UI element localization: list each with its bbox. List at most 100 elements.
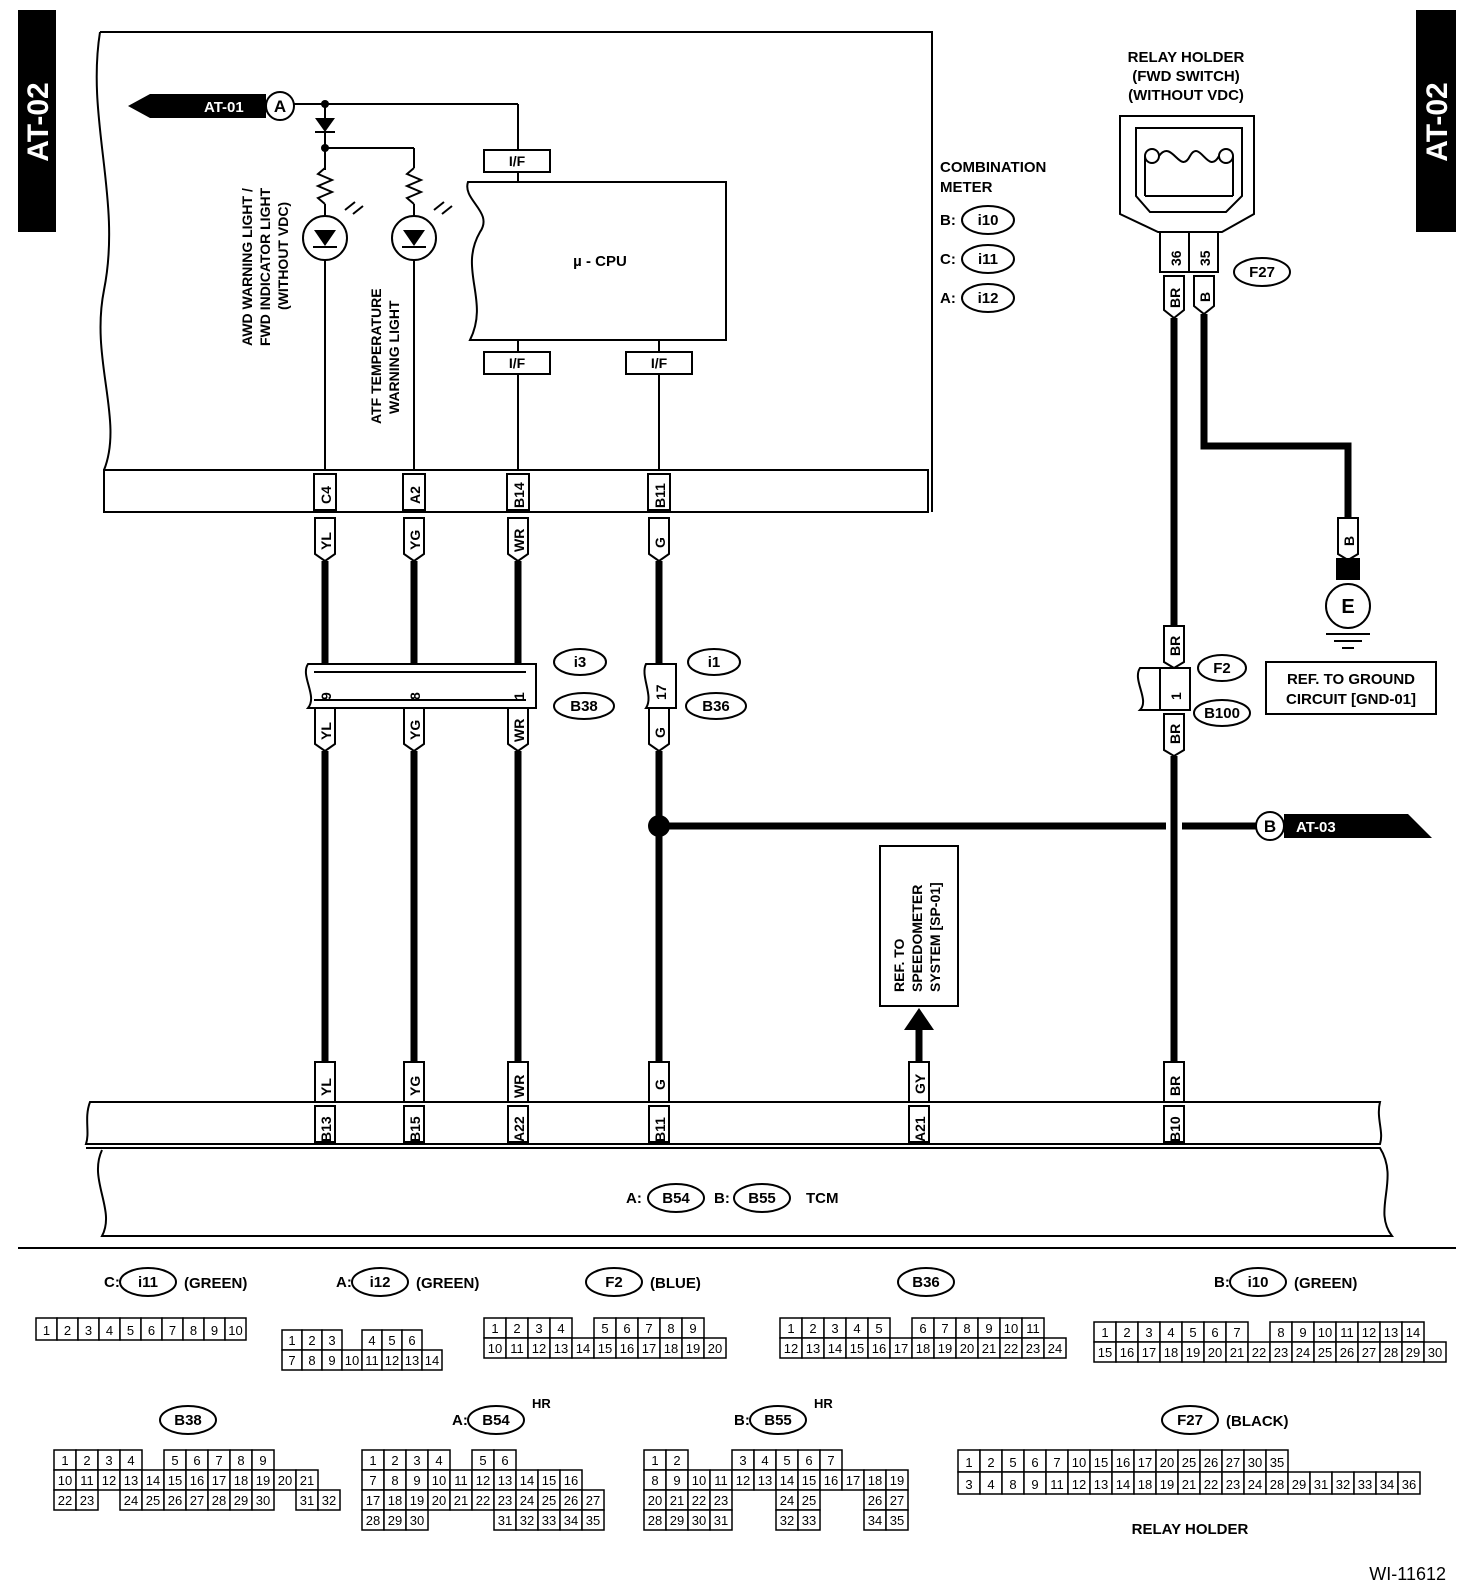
pin-number: 8 <box>391 1473 398 1488</box>
pin-cell <box>703 1337 727 1359</box>
pin-number: 9 <box>413 1473 420 1488</box>
pin-number: 22 <box>692 1493 706 1508</box>
pin-number: 1 <box>369 1453 376 1468</box>
pin-number: 10 <box>58 1473 72 1488</box>
svg-text:i12: i12 <box>978 290 999 307</box>
pin-number: 31 <box>300 1493 314 1508</box>
pin-number: 10 <box>1004 1321 1018 1336</box>
if-box-b14: I/F <box>483 351 551 375</box>
pin-number: 14 <box>1116 1477 1130 1492</box>
pin-number: 18 <box>388 1493 402 1508</box>
tcm-terminals: B13 B15 A22 B11 A21 B10 <box>314 1105 1185 1143</box>
at03-label: AT-03 <box>1296 819 1336 836</box>
pin-number: 14 <box>780 1473 794 1488</box>
pin-number: 9 <box>328 1353 335 1368</box>
svg-text:B13: B13 <box>318 1116 334 1142</box>
svg-text:B11: B11 <box>652 483 668 508</box>
pin-number: 2 <box>673 1453 680 1468</box>
pin-number: 3 <box>328 1333 335 1348</box>
pin-number: 13 <box>1094 1477 1108 1492</box>
awd-warning-lamp-icon <box>302 201 364 261</box>
pin-number: 10 <box>692 1473 706 1488</box>
pin-number: 23 <box>498 1493 512 1508</box>
pin-number: 35 <box>890 1513 904 1528</box>
pin-number: 10 <box>1318 1325 1332 1340</box>
pin-number: 13 <box>124 1473 138 1488</box>
pin-number: 25 <box>802 1493 816 1508</box>
connector-id-oval <box>585 1267 643 1297</box>
svg-text:G: G <box>652 1079 668 1090</box>
pin-number: 19 <box>256 1473 270 1488</box>
figure-id: WI-11612 <box>1369 1564 1446 1584</box>
svg-text:FWD INDICATOR LIGHT: FWD INDICATOR LIGHT <box>257 187 273 346</box>
pin-number: 20 <box>708 1341 722 1356</box>
connector-tag: HR <box>532 1396 551 1411</box>
pin-number: 28 <box>648 1513 662 1528</box>
pin-number: 8 <box>1277 1325 1284 1340</box>
connector-id: B38 <box>174 1412 202 1429</box>
svg-text:(FWD SWITCH): (FWD SWITCH) <box>1132 68 1239 85</box>
pin-number: 22 <box>1204 1477 1218 1492</box>
pin-number: 25 <box>542 1493 556 1508</box>
pin-number: 6 <box>623 1321 630 1336</box>
at01-reference: AT-01 A <box>128 91 295 121</box>
connector-id-oval <box>1161 1405 1219 1435</box>
svg-text:METER: METER <box>940 179 993 196</box>
svg-text:SYSTEM [SP-01]: SYSTEM [SP-01] <box>927 882 943 992</box>
pin-number: 6 <box>408 1333 415 1348</box>
pin-number: 3 <box>739 1453 746 1468</box>
pin-number: 4 <box>435 1453 442 1468</box>
connector-id: B36 <box>912 1274 940 1291</box>
tcm-terminal-b15: B15 <box>403 1105 425 1143</box>
pin-number: 14 <box>520 1473 534 1488</box>
pin-number: 25 <box>146 1493 160 1508</box>
svg-text:B:: B: <box>714 1190 730 1207</box>
wire-g: G G G <box>648 517 670 1103</box>
svg-text:AWD WARNING LIGHT /: AWD WARNING LIGHT / <box>239 188 255 346</box>
pin-number: 34 <box>1380 1477 1394 1492</box>
pin-number: 13 <box>498 1473 512 1488</box>
pin-number: 3 <box>105 1453 112 1468</box>
pin-number: 23 <box>1026 1341 1040 1356</box>
svg-text:BR: BR <box>1167 724 1183 744</box>
pin-number: 17 <box>212 1473 226 1488</box>
tcm-terminal-b10: B10 <box>1163 1105 1185 1143</box>
pin-number: 21 <box>670 1493 684 1508</box>
pin-cell <box>885 1509 909 1531</box>
pin-number: 9 <box>211 1323 218 1338</box>
pin-number: 32 <box>1336 1477 1350 1492</box>
pin-number: 15 <box>1098 1345 1112 1360</box>
pin-number: 4 <box>557 1321 564 1336</box>
connector-id-oval <box>119 1267 177 1297</box>
pin-number: 6 <box>148 1323 155 1338</box>
page-tab-left: AT-02 <box>18 10 56 232</box>
pin-number: 11 <box>1050 1477 1064 1492</box>
pin-number: 18 <box>868 1473 882 1488</box>
pin-number: 27 <box>190 1493 204 1508</box>
connector-id-oval <box>159 1405 217 1435</box>
pin-number: 15 <box>598 1341 612 1356</box>
pin-number: 12 <box>102 1473 116 1488</box>
pin-number: 21 <box>1182 1477 1196 1492</box>
ground-wire <box>1200 314 1352 522</box>
svg-text:i11: i11 <box>978 251 998 268</box>
pin-number: 5 <box>1189 1325 1196 1340</box>
i1-b36-joint: 17 i1 B36 <box>643 648 747 720</box>
pin-number: 19 <box>686 1341 700 1356</box>
svg-text:35: 35 <box>1197 250 1213 266</box>
connector-id-oval <box>1229 1267 1287 1297</box>
pin-number: 14 <box>576 1341 590 1356</box>
pin-number: 27 <box>890 1493 904 1508</box>
pin-number: 14 <box>425 1353 439 1368</box>
connector-id: i10 <box>1248 1274 1269 1291</box>
atf-temp-lamp-icon <box>391 201 453 261</box>
awd-lamp-label: AWD WARNING LIGHT / FWD INDICATOR LIGHT … <box>239 187 291 346</box>
pin-number: 3 <box>85 1323 92 1338</box>
svg-text:CIRCUIT [GND-01]: CIRCUIT [GND-01] <box>1286 691 1416 708</box>
pin-number: 21 <box>454 1493 468 1508</box>
svg-text:(WITHOUT VDC): (WITHOUT VDC) <box>275 202 291 310</box>
pin-number: 23 <box>1226 1477 1240 1492</box>
